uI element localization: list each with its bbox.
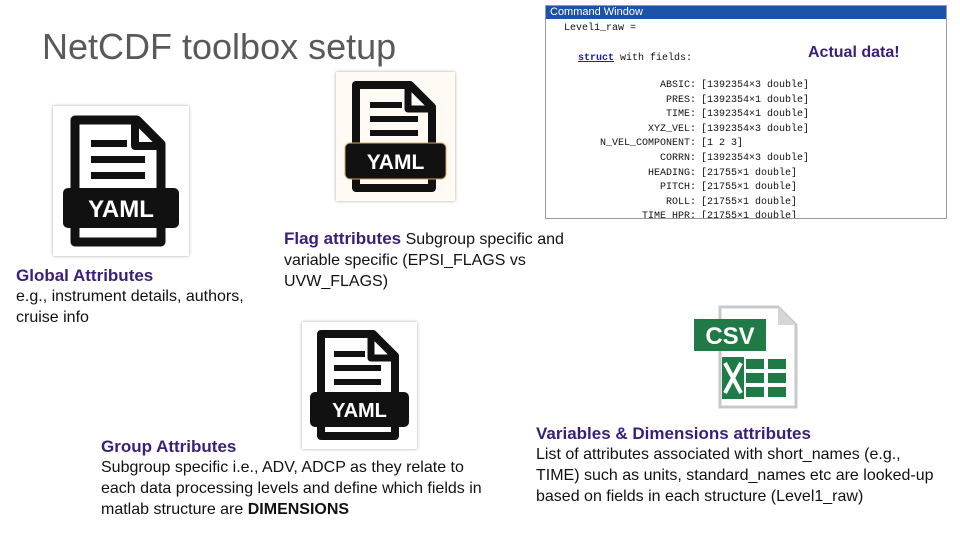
csv-icon: CSV — [692, 303, 804, 411]
field-name: HEADING: — [647, 167, 696, 179]
command-window-struct-line: struct with fields: — [578, 53, 692, 64]
field-value: [1392354×3 double] — [701, 123, 810, 135]
flag-attributes-heading: Flag attributes — [284, 229, 402, 248]
group-attributes-dimensions: DIMENSIONS — [247, 501, 350, 518]
struct-field: ROLL: [21755×1 double] — [546, 196, 809, 211]
variables-dimensions-text: List of attributes associated with short… — [536, 446, 934, 505]
command-window: Command Window Level1_raw = struct with … — [545, 5, 947, 219]
field-name: PRES: — [665, 94, 696, 106]
group-attributes-text: Subgroup specific i.e., ADV, ADCP as the… — [101, 459, 482, 518]
actual-data-annotation: Actual data! — [808, 44, 900, 61]
flag-attributes-block: Flag attributes Subgroup specific and va… — [284, 228, 570, 292]
variables-dimensions-block: Variables & Dimensions attributes List o… — [536, 423, 936, 507]
field-value: [1 2 3] — [701, 138, 744, 150]
field-value: [21755×1 double] — [701, 196, 798, 208]
yaml-group-icon: YAML — [302, 322, 417, 449]
struct-field: CORRN: [1392354×3 double] — [546, 152, 809, 167]
struct-rest: with fields: — [614, 53, 693, 64]
csv-label: CSV — [705, 323, 754, 350]
struct-fields: ABSIC: [1392354×3 double] PRES: [1392354×1… — [546, 79, 809, 219]
struct-field: XYZ_VEL: [1392354×3 double] — [546, 123, 809, 138]
struct-field: ABSIC: [1392354×3 double] — [546, 79, 809, 94]
field-value: [21755×1 double] — [701, 211, 798, 219]
field-name: XYZ_VEL: — [647, 123, 696, 135]
field-value: [21755×1 double] — [701, 182, 798, 194]
field-name: TIME: — [665, 109, 696, 121]
global-attributes-block: Global Attributes e.g., instrument detai… — [16, 265, 278, 328]
group-attributes-heading: Group Attributes — [101, 437, 237, 456]
field-name: ABSIC: — [659, 80, 696, 91]
struct-field: PRES: [1392354×1 double] — [546, 94, 809, 109]
field-name: TIME_HPR: — [641, 211, 696, 219]
yaml-global-label: YAML — [88, 196, 154, 223]
group-attributes-block: Group Attributes Subgroup specific i.e.,… — [101, 436, 491, 520]
struct-field: TIME: [1392354×1 double] — [546, 108, 809, 123]
struct-field: TIME_HPR: [21755×1 double] — [546, 210, 809, 219]
field-name: PITCH: — [659, 182, 696, 194]
field-name: ROLL: — [665, 196, 696, 208]
struct-field: PITCH: [21755×1 double] — [546, 181, 809, 196]
field-name: CORRN: — [659, 152, 696, 164]
global-attributes-heading: Global Attributes — [16, 266, 154, 285]
yaml-flag-label: YAML — [367, 151, 425, 174]
flag-attributes-text: Subgroup specific and variable specific … — [284, 231, 564, 290]
struct-field: N_VEL_COMPONENT: [1 2 3] — [546, 137, 809, 152]
yaml-group-label: YAML — [332, 400, 387, 422]
variables-dimensions-heading: Variables & Dimensions attributes — [536, 424, 811, 443]
struct-field: HEADING: [21755×1 double] — [546, 167, 809, 182]
struct-link[interactable]: struct — [578, 53, 615, 64]
yaml-flag-icon: YAML — [336, 72, 455, 201]
field-value: [21755×1 double] — [701, 167, 798, 179]
field-value: [1392354×1 double] — [701, 94, 810, 106]
field-value: [1392354×3 double] — [701, 80, 810, 91]
field-value: [1392354×3 double] — [701, 152, 810, 164]
field-name: N_VEL_COMPONENT: — [599, 138, 696, 150]
command-window-variable: Level1_raw = — [564, 23, 637, 34]
field-value: [1392354×1 double] — [701, 109, 810, 121]
global-attributes-text: e.g., instrument details, authors, cruis… — [16, 288, 244, 326]
yaml-global-icon: YAML — [53, 106, 189, 256]
command-window-title: Command Window — [546, 6, 946, 19]
slide-title: NetCDF toolbox setup — [42, 26, 397, 67]
